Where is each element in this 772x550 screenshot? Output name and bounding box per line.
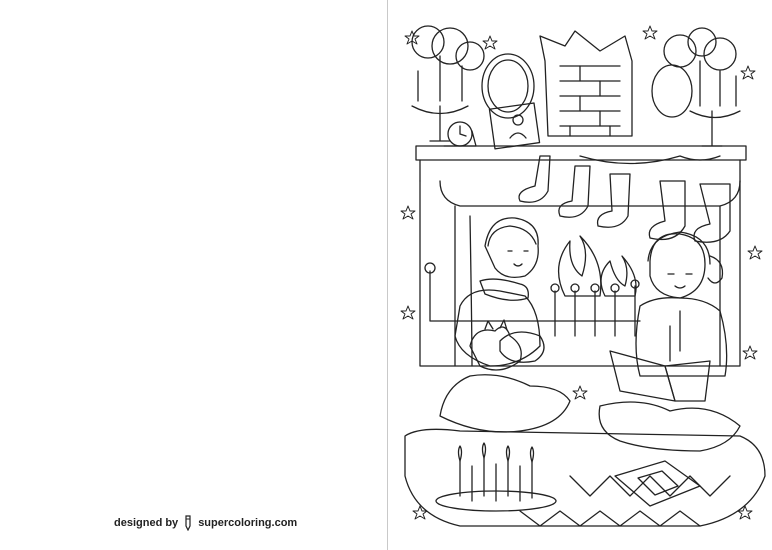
- mantel-clock: [443, 121, 477, 147]
- oval-mirror: [481, 53, 535, 119]
- photo-frame: [488, 102, 541, 150]
- rug: [404, 428, 766, 527]
- left-candelabra: [411, 25, 485, 142]
- mantel-shelf: [415, 145, 747, 182]
- credit-brand: supercoloring.com: [198, 517, 298, 529]
- pencil-icon: [182, 515, 194, 531]
- cat-figure: [469, 319, 522, 371]
- garland: [579, 155, 721, 165]
- designer-credit[interactable]: designed by supercoloring.com: [114, 515, 297, 531]
- girl-figure: [598, 231, 741, 452]
- credit-prefix: designed by: [114, 517, 179, 529]
- card-fold-line: [387, 0, 388, 550]
- chimney-bricks: [539, 30, 633, 137]
- right-candelabra: [651, 27, 741, 147]
- fireplace-illustration: [400, 6, 768, 546]
- floor-candles: [435, 442, 557, 512]
- fire-screen: [424, 262, 641, 337]
- floor-book: [614, 460, 701, 507]
- star-decorations: [400, 25, 763, 520]
- fire-flames: [558, 235, 637, 297]
- christmas-stockings: [518, 155, 731, 243]
